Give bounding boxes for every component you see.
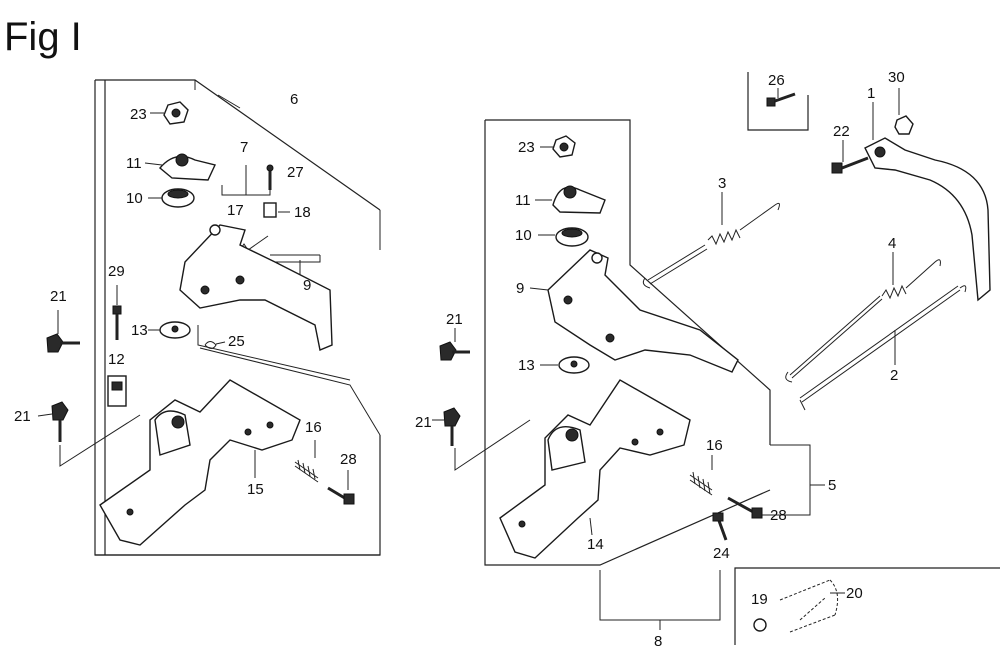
callout-26: 26 [768, 72, 785, 89]
washer-13-right [540, 356, 590, 374]
chain-20 [779, 579, 845, 633]
callout-24: 24 [713, 545, 730, 562]
callout-9-right: 9 [516, 280, 524, 297]
control-lever-1 [864, 102, 991, 302]
bracket-11-left [144, 153, 216, 181]
inner-frame-line [197, 325, 351, 381]
bolt-21-right-top [439, 328, 470, 361]
spring-16-right [689, 455, 713, 496]
callout-23-right: 23 [518, 139, 535, 156]
callout-7: 7 [240, 139, 248, 156]
callout-16-right: 16 [706, 437, 723, 454]
bolt-27 [266, 164, 274, 190]
callout-28-right: 28 [770, 507, 787, 524]
callout-10-left: 10 [126, 190, 143, 207]
callout-21-c: 21 [446, 311, 463, 328]
callout-10-right: 10 [515, 227, 532, 244]
screw-26 [766, 88, 796, 107]
clip-25 [204, 341, 226, 349]
callout-16-left: 16 [305, 419, 322, 436]
callout-28-left: 28 [340, 451, 357, 468]
control-plate-9-left [179, 224, 333, 351]
bolt-28-right [727, 496, 763, 519]
callout-3: 3 [718, 175, 726, 192]
callout-29: 29 [108, 263, 125, 280]
callout-19: 19 [751, 591, 768, 608]
callout-17: 17 [227, 202, 244, 219]
callout-labels: 23 11 10 6 7 27 17 18 9 29 21 13 25 12 2… [14, 69, 905, 650]
callout-4: 4 [888, 235, 896, 252]
callout-21-d: 21 [415, 414, 432, 431]
base-bracket-14 [499, 379, 691, 559]
nut-23-right [540, 135, 576, 158]
base-bracket-15 [99, 379, 301, 546]
spring-16-left [294, 440, 319, 483]
callout-30: 30 [888, 69, 905, 86]
callout-18: 18 [294, 204, 311, 221]
washer-13-left [148, 321, 191, 339]
bolt-22 [831, 140, 869, 174]
callout-11-right: 11 [515, 192, 531, 209]
rubber-10-left [148, 188, 195, 208]
callout-12: 12 [108, 351, 125, 368]
callout-5: 5 [828, 477, 836, 494]
bolt-21-right-bottom [432, 407, 531, 471]
callout-1: 1 [867, 85, 875, 102]
callout-13-left: 13 [131, 322, 148, 339]
callout-14: 14 [587, 536, 604, 553]
bolt-24 [712, 512, 728, 541]
clip-19 [753, 618, 767, 632]
control-plate-9-right [529, 249, 739, 373]
callout-21-a: 21 [50, 288, 67, 305]
callout-22: 22 [833, 123, 850, 140]
rubber-10-right [538, 227, 589, 247]
bolt-21-left-top [46, 310, 80, 353]
nut-23-left [150, 101, 189, 125]
callout-8: 8 [654, 633, 662, 650]
spring-rod-3 [642, 192, 780, 289]
callout-21-b: 21 [14, 408, 31, 425]
callout-9-left: 9 [303, 277, 311, 294]
callout-20: 20 [846, 585, 863, 602]
callout-27: 27 [287, 164, 304, 181]
right-assembly-frame [484, 119, 825, 630]
spring-rod-4 [785, 252, 941, 383]
callout-15: 15 [247, 481, 264, 498]
bolt-28-left [327, 470, 355, 505]
callout-6: 6 [290, 91, 298, 108]
callout-23-left: 23 [130, 106, 147, 123]
bolt-21-left-bottom [37, 401, 141, 467]
clip-12 [107, 375, 127, 407]
screw-29 [112, 285, 122, 340]
parts-19-20-frame [734, 567, 1000, 645]
nut-18 [263, 202, 290, 218]
left-assembly-frame [94, 79, 381, 556]
rod-2 [799, 285, 967, 411]
callout-11-left: 11 [126, 155, 142, 172]
callout-2: 2 [890, 367, 898, 384]
nut-30 [894, 88, 914, 135]
callout-13-right: 13 [518, 357, 535, 374]
figure-title: Fig I [4, 15, 82, 59]
part-26-frame [747, 72, 809, 131]
callout-25: 25 [228, 333, 245, 350]
bracket-11-right [535, 185, 606, 214]
